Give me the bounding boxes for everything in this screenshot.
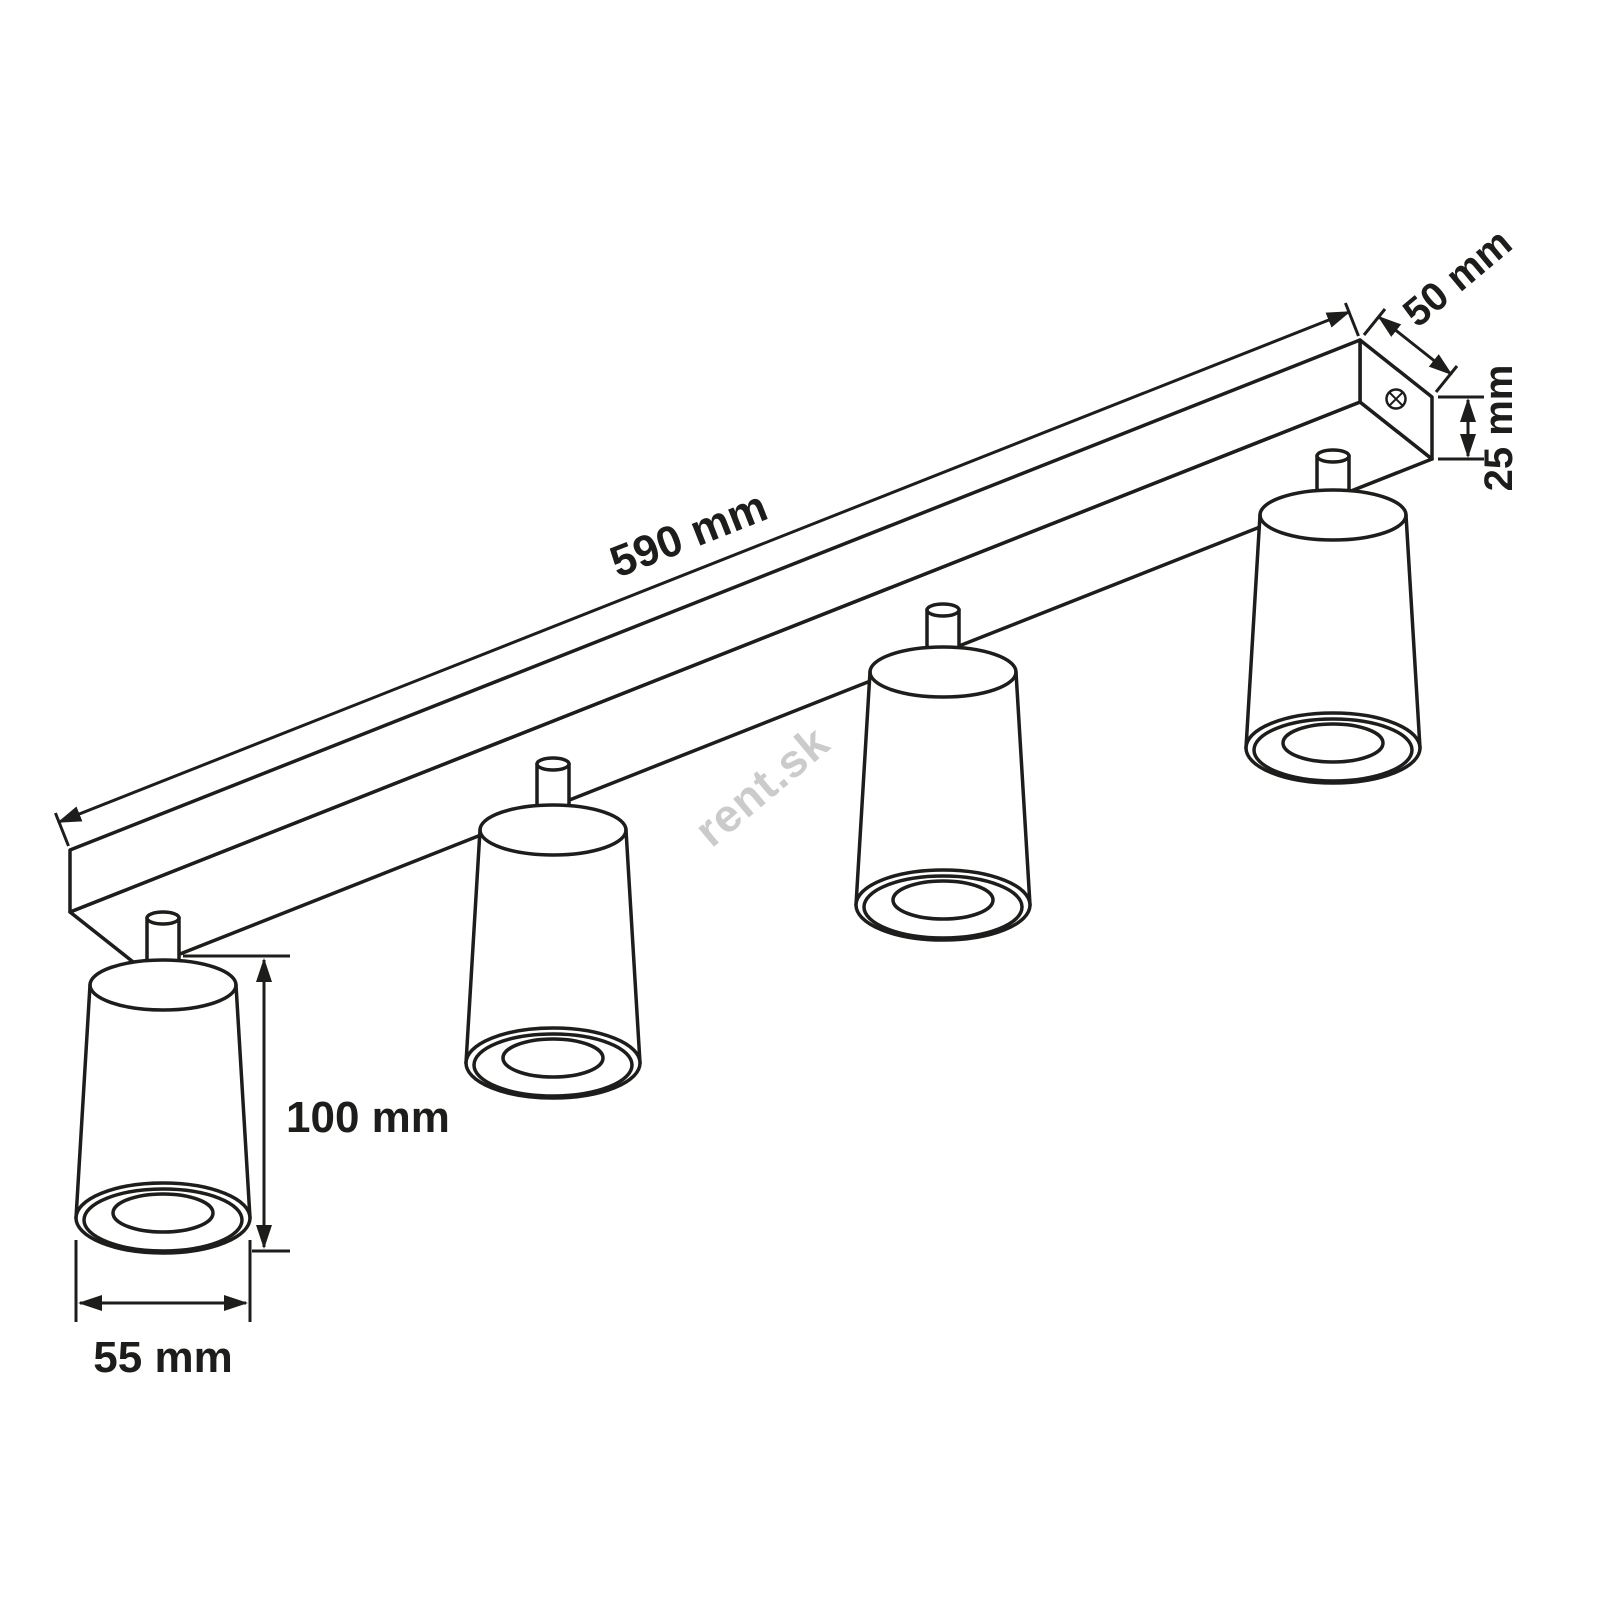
ceiling-bar: [68, 338, 1434, 971]
spotlight-1: [74, 910, 252, 1255]
spotlight-4: [1244, 448, 1422, 785]
spot-body-top: [478, 803, 628, 857]
spot-body-bottom: [854, 868, 1032, 942]
spot-body-bottom: [464, 1026, 642, 1100]
spot-pivot-stem: [925, 602, 961, 618]
spot-body-top: [868, 645, 1018, 699]
spot-pivot-stem: [535, 756, 571, 772]
spot-body-top: [1258, 488, 1408, 542]
bar-height-label: 25 mm: [1477, 365, 1521, 492]
spot-body-top: [88, 958, 238, 1012]
spotlight-2: [464, 756, 642, 1100]
spot-height-label: 100 mm: [286, 1093, 450, 1142]
dimension-bar-height: 25 mm: [1438, 365, 1521, 492]
spot-body-bottom: [74, 1181, 252, 1255]
spot-diameter-label: 55 mm: [93, 1333, 232, 1382]
spot-lens: [501, 1037, 605, 1079]
spot-lens: [891, 879, 995, 921]
dimension-spot-height: 100 mm: [183, 954, 450, 1253]
dimension-spot-diameter: 55 mm: [74, 1240, 252, 1382]
dimension-bar-length: 590 mm: [54, 302, 1360, 847]
spot-pivot-stem: [1315, 448, 1351, 464]
spot-pivot-stem: [145, 910, 181, 926]
bar-width-label: 50 mm: [1395, 220, 1520, 335]
mounting-screw-icon: [1385, 388, 1407, 410]
spot-lens: [111, 1192, 215, 1234]
